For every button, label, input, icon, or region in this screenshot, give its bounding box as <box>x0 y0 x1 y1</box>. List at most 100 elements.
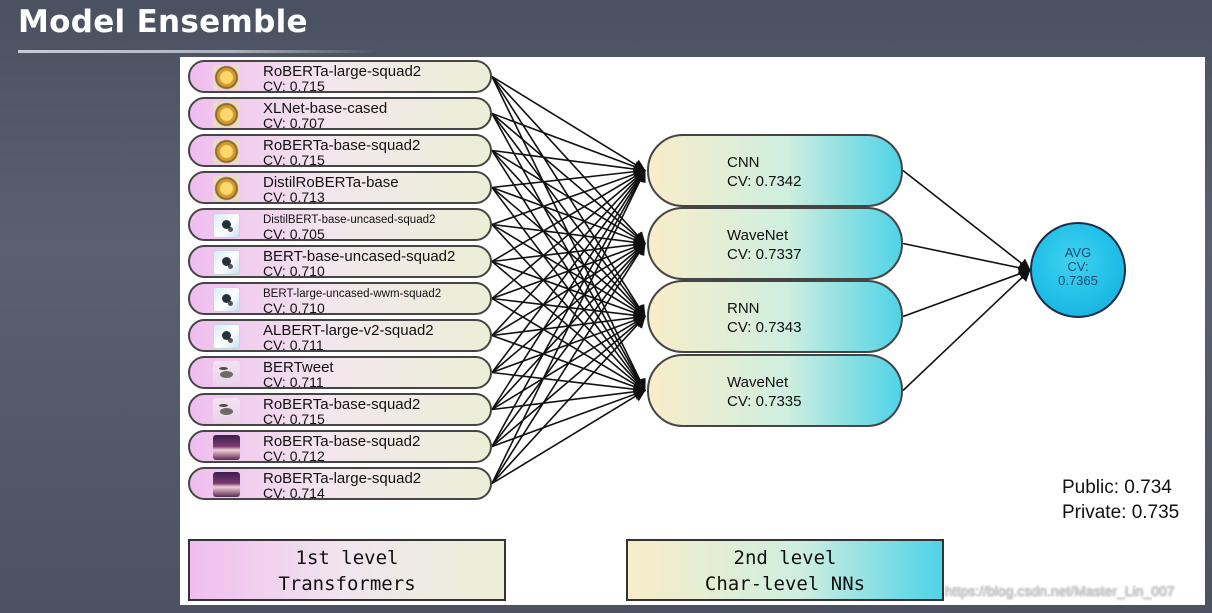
model-node-3: RoBERTa-base-squad2 CV: 0.715 <box>188 134 492 168</box>
model-cv: CV: 0.711 <box>263 337 324 353</box>
edge-model-9-to-nn-1 <box>491 169 646 373</box>
model-cv: CV: 0.705 <box>263 226 325 242</box>
legend-second-level-title: 2nd level <box>733 547 837 569</box>
edge-model-7-to-nn-1 <box>491 169 646 300</box>
hugging-face-icon <box>213 139 240 164</box>
edge-model-12-to-nn-2 <box>491 242 646 484</box>
legend-first-level: 1st level Transformers <box>188 539 506 601</box>
edge-model-8-to-nn-1 <box>491 169 646 337</box>
model-cv: CV: 0.710 <box>263 300 325 316</box>
edge-model-11-to-nn-3 <box>491 315 646 448</box>
nn-cv: CV: 0.7335 <box>727 393 802 410</box>
nn-cv: CV: 0.7337 <box>727 246 802 263</box>
model-node-9: BERTweet CV: 0.711 <box>188 356 492 390</box>
anime-avatar-icon <box>213 472 240 497</box>
leaderboard-scores: Public: 0.734 Private: 0.735 <box>1062 475 1179 525</box>
model-cv: CV: 0.712 <box>263 448 325 464</box>
edge-model-12-to-nn-3 <box>491 315 646 485</box>
model-cv: CV: 0.713 <box>263 189 325 205</box>
edge-model-12-to-nn-1 <box>491 169 646 484</box>
avg-cv-value: 0.7365 <box>1058 273 1098 288</box>
model-cv: CV: 0.715 <box>263 411 325 427</box>
nn-cv: CV: 0.7343 <box>727 319 802 336</box>
model-node-6: BERT-base-uncased-squad2 CV: 0.710 <box>188 245 492 279</box>
model-cv: CV: 0.715 <box>263 78 325 94</box>
model-name: BERTweet <box>263 359 334 376</box>
edge-model-5-to-nn-1 <box>491 168 646 226</box>
edge-model-4-to-nn-1 <box>491 165 646 189</box>
bert-icon <box>213 213 240 238</box>
public-score: Public: 0.734 <box>1062 477 1172 498</box>
edge-model-10-to-nn-1 <box>491 169 646 410</box>
watermark: https://blog.csdn.net/Master_Lin_007 <box>945 583 1175 599</box>
model-name: BERT-large-uncased-wwm-squad2 <box>263 288 442 300</box>
model-name: ALBERT-large-v2-squad2 <box>263 322 434 339</box>
hugging-face-icon <box>213 65 240 90</box>
model-node-7: BERT-large-uncased-wwm-squad2 CV: 0.710 <box>188 282 492 316</box>
legend-first-level-title: 1st level <box>295 547 399 569</box>
connection-lines <box>491 75 1031 485</box>
nn-name: RNN <box>727 300 760 317</box>
model-cv: CV: 0.715 <box>263 152 325 168</box>
legend-first-level-subtitle: Transformers <box>278 573 416 595</box>
legend-second-level: 2nd level Char-level NNs <box>626 539 944 601</box>
bert-icon <box>213 324 240 349</box>
nn-name: WaveNet <box>727 227 789 244</box>
model-node-1: RoBERTa-large-squad2 CV: 0.715 <box>188 60 492 94</box>
edge-model-11-to-nn-1 <box>491 169 646 447</box>
bird-icon <box>213 361 240 386</box>
bird-icon <box>213 398 240 423</box>
ensemble-avg-node: AVG CV: 0.7365 <box>1030 222 1126 318</box>
model-name: RoBERTa-base-squad2 <box>263 137 421 154</box>
diagram-canvas: RoBERTa-large-squad2 CV: 0.715 XLNet-bas… <box>180 57 1205 605</box>
model-cv: CV: 0.710 <box>263 263 325 279</box>
anime-avatar-icon <box>213 435 240 460</box>
model-cv: CV: 0.711 <box>263 374 324 390</box>
edge-model-11-to-nn-4 <box>491 388 646 448</box>
edge-nn-1-to-avg <box>902 169 1031 271</box>
edge-model-2-to-nn-1 <box>491 112 646 173</box>
model-node-10: RoBERTa-base-squad2 CV: 0.715 <box>188 393 492 427</box>
model-name: RoBERTa-large-squad2 <box>263 63 422 80</box>
bert-icon <box>213 287 240 312</box>
model-name: DistilBERT-base-uncased-squad2 <box>263 214 436 226</box>
bert-icon <box>213 250 240 275</box>
nn-node-wavenet-2: WaveNet CV: 0.7335 <box>647 354 903 427</box>
edge-nn-2-to-avg <box>902 242 1031 274</box>
model-name: RoBERTa-large-squad2 <box>263 470 422 487</box>
edge-nn-3-to-avg <box>902 268 1031 318</box>
title-underline <box>18 50 378 53</box>
model-name: DistilRoBERTa-base <box>263 174 399 191</box>
model-name: RoBERTa-base-squad2 <box>263 396 421 413</box>
avg-label: AVG <box>1064 245 1092 260</box>
nn-cv: CV: 0.7342 <box>727 173 802 190</box>
model-node-12: RoBERTa-large-squad2 CV: 0.714 <box>188 467 492 501</box>
edge-model-11-to-nn-2 <box>491 242 646 447</box>
model-name: BERT-base-uncased-squad2 <box>263 248 456 265</box>
nn-node-cnn: CNN CV: 0.7342 <box>647 134 903 207</box>
model-node-4: DistilRoBERTa-base CV: 0.713 <box>188 171 492 205</box>
nn-name: CNN <box>727 154 760 171</box>
avg-cv-label: CV: <box>1067 259 1089 274</box>
model-cv: CV: 0.707 <box>263 115 325 131</box>
model-name: RoBERTa-base-squad2 <box>263 433 421 450</box>
edge-model-1-to-nn-1 <box>491 75 646 172</box>
model-node-2: XLNet-base-cased CV: 0.707 <box>188 97 492 131</box>
hugging-face-icon <box>213 102 240 127</box>
nn-node-wavenet-1: WaveNet CV: 0.7337 <box>647 207 903 280</box>
edge-model-6-to-nn-1 <box>491 169 646 263</box>
model-node-11: RoBERTa-base-squad2 CV: 0.712 <box>188 430 492 464</box>
model-node-5: DistilBERT-base-uncased-squad2 CV: 0.705 <box>188 208 492 242</box>
model-cv: CV: 0.714 <box>263 485 325 501</box>
hugging-face-icon <box>213 176 240 201</box>
nn-name: WaveNet <box>727 374 789 391</box>
legend-second-level-subtitle: Char-level NNs <box>704 573 866 595</box>
edge-model-12-to-nn-4 <box>491 389 646 485</box>
edge-model-3-to-nn-1 <box>491 149 646 176</box>
nn-node-rnn: RNN CV: 0.7343 <box>647 280 903 353</box>
model-node-8: ALBERT-large-v2-squad2 CV: 0.711 <box>188 319 492 353</box>
slide-title: Model Ensemble <box>18 4 308 40</box>
private-score: Private: 0.735 <box>1062 502 1180 523</box>
edge-nn-4-to-avg <box>902 269 1031 392</box>
model-name: XLNet-base-cased <box>263 100 388 117</box>
